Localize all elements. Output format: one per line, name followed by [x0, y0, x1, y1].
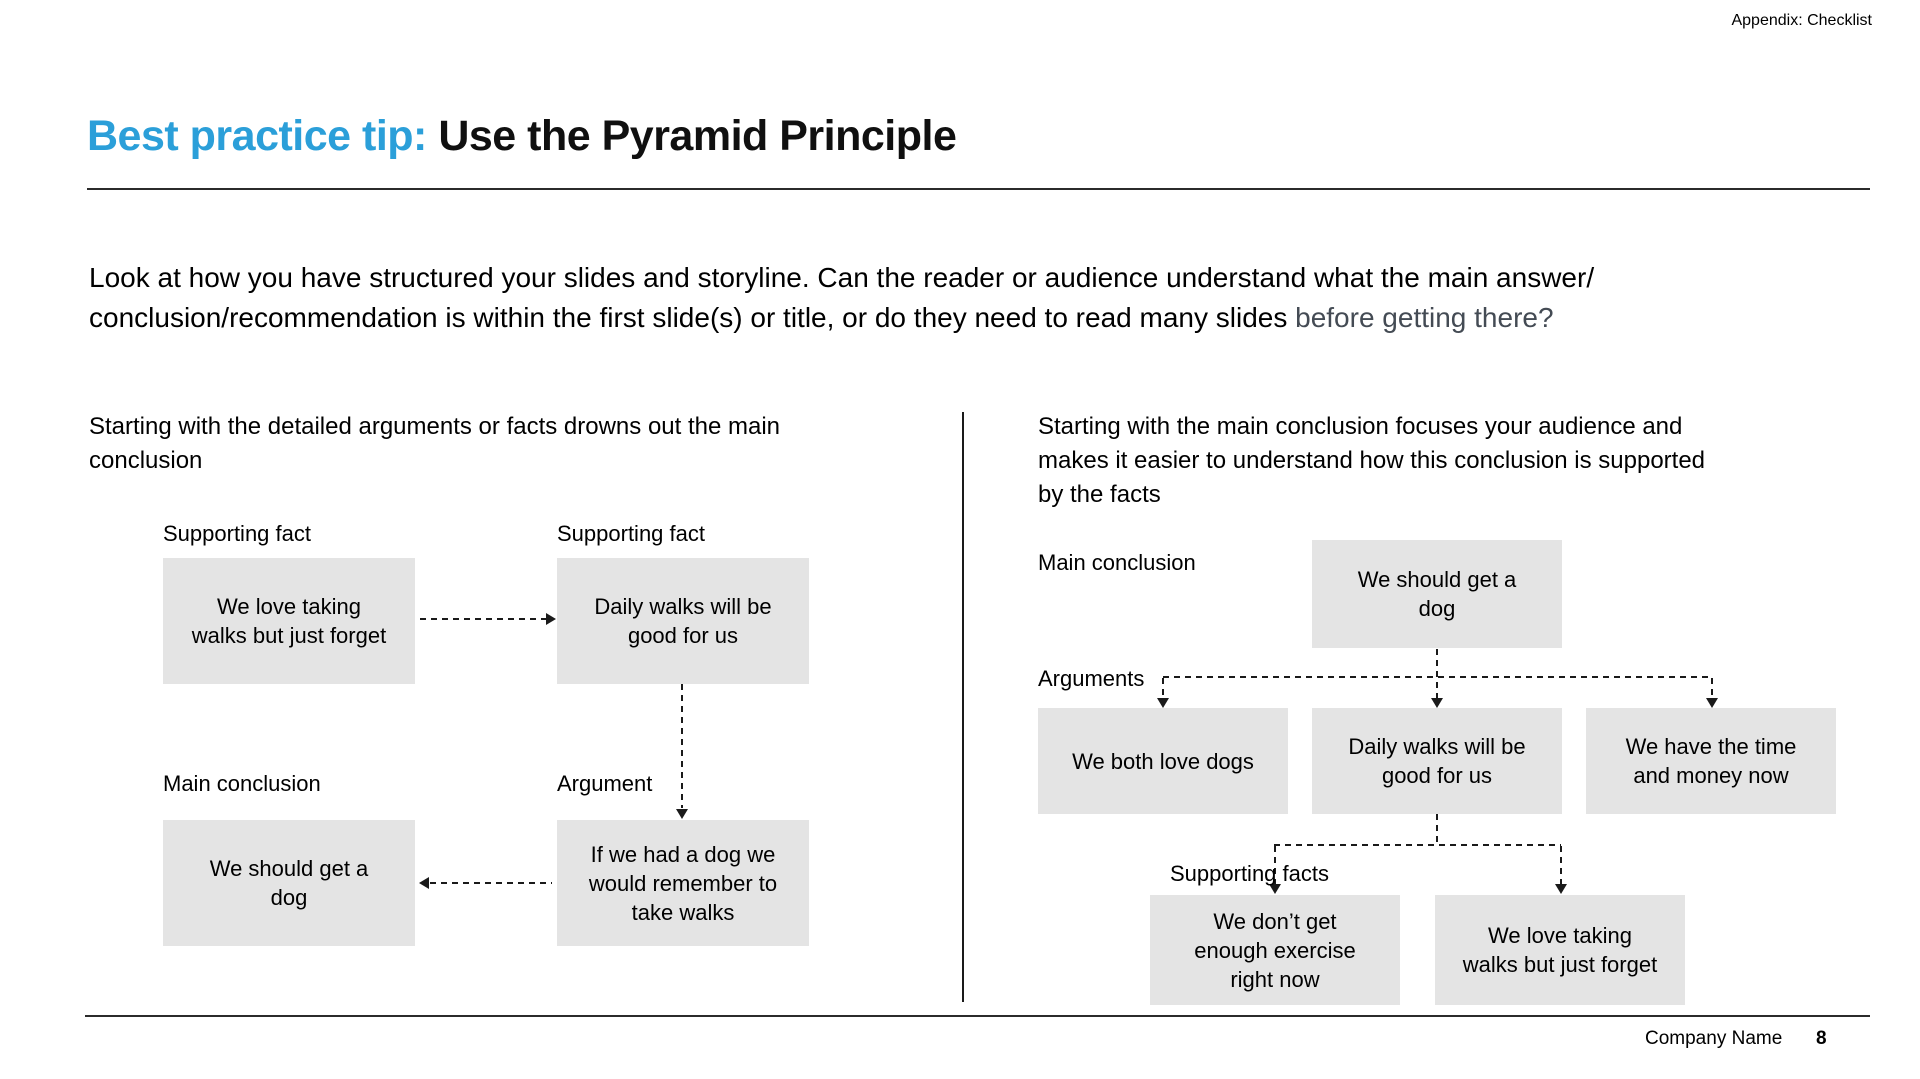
- label-supporting-facts: Supporting facts: [1170, 861, 1329, 886]
- box-left-conclusion: We should get a dog: [163, 820, 415, 946]
- right-panel-heading: Starting with the main conclusion focuse…: [1038, 413, 1706, 508]
- label-left-argument: Argument: [557, 771, 653, 796]
- left-panel-heading: Starting with the detailed arguments or …: [89, 413, 781, 474]
- page-title: Best practice tip: Use the Pyramid Princ…: [87, 112, 957, 161]
- appendix-label: Appendix: Checklist: [1731, 12, 1872, 29]
- box-right-argument2: Daily walks will be good for us: [1312, 708, 1562, 814]
- panel-divider: [962, 412, 964, 1002]
- arrowhead-down-icon: [1555, 884, 1567, 894]
- label-supporting-fact-1: Supporting fact: [163, 521, 311, 546]
- arrowhead-down-icon: [1269, 884, 1281, 894]
- box-right-fact2: We love taking walks but just forget: [1435, 895, 1685, 1005]
- box-right-fact1: We don’t get enough exercise right now: [1150, 895, 1400, 1005]
- box-right-argument1: We both love dogs: [1038, 708, 1288, 814]
- dashed-connector-arguments-bar: [1163, 676, 1712, 678]
- dashed-connector-facts-bar: [1274, 844, 1561, 846]
- box-right-conclusion: We should get a dog: [1312, 540, 1562, 648]
- dashed-stub-fact1: [1274, 846, 1276, 884]
- arrowhead-down-icon: [1706, 698, 1718, 708]
- box-left-argument: If we had a dog we would remember to tak…: [557, 820, 809, 946]
- intro-muted-phrase: before getting there?: [1295, 302, 1554, 333]
- arrowhead-down-icon: [1157, 698, 1169, 708]
- box-left-fact2: Daily walks will be good for us: [557, 558, 809, 684]
- footer-page-number: 8: [1816, 1028, 1827, 1049]
- title-divider: [87, 188, 1870, 190]
- intro-line1: Look at how you have structured your sli…: [89, 262, 1595, 293]
- page-title-rest: Use the Pyramid Principle: [438, 112, 957, 160]
- arrowhead-down-icon: [676, 809, 688, 819]
- label-left-main-conclusion: Main conclusion: [163, 771, 321, 796]
- label-arguments: Arguments: [1038, 666, 1145, 691]
- footer-divider: [85, 1015, 1870, 1017]
- footer-company-name: Company Name: [1645, 1028, 1783, 1049]
- dashed-connector-argument2-down: [1436, 814, 1438, 845]
- dashed-connector-conclusion-down: [1436, 649, 1438, 699]
- arrowhead-down-icon: [1431, 698, 1443, 708]
- arrowhead-right-icon: [546, 613, 556, 625]
- dashed-connector-argument-to-conclusion: [430, 882, 552, 884]
- dashed-stub-argument1: [1162, 678, 1164, 698]
- box-left-fact1: We love taking walks but just forget: [163, 558, 415, 684]
- intro-line2: conclusion/recommendation is within the …: [89, 302, 1296, 333]
- dashed-connector-fact1-to-fact2: [420, 618, 546, 620]
- arrowhead-left-icon: [419, 877, 429, 889]
- dashed-stub-fact2: [1560, 846, 1562, 884]
- label-right-main-conclusion: Main conclusion: [1038, 550, 1196, 575]
- box-right-argument3: We have the time and money now: [1586, 708, 1836, 814]
- dashed-stub-argument3: [1711, 678, 1713, 698]
- page-title-highlight: Best practice tip:: [87, 112, 439, 160]
- intro-paragraph: Look at how you have structured your sli…: [89, 258, 1894, 338]
- label-supporting-fact-2: Supporting fact: [557, 521, 705, 546]
- dashed-connector-fact2-to-argument: [681, 684, 683, 808]
